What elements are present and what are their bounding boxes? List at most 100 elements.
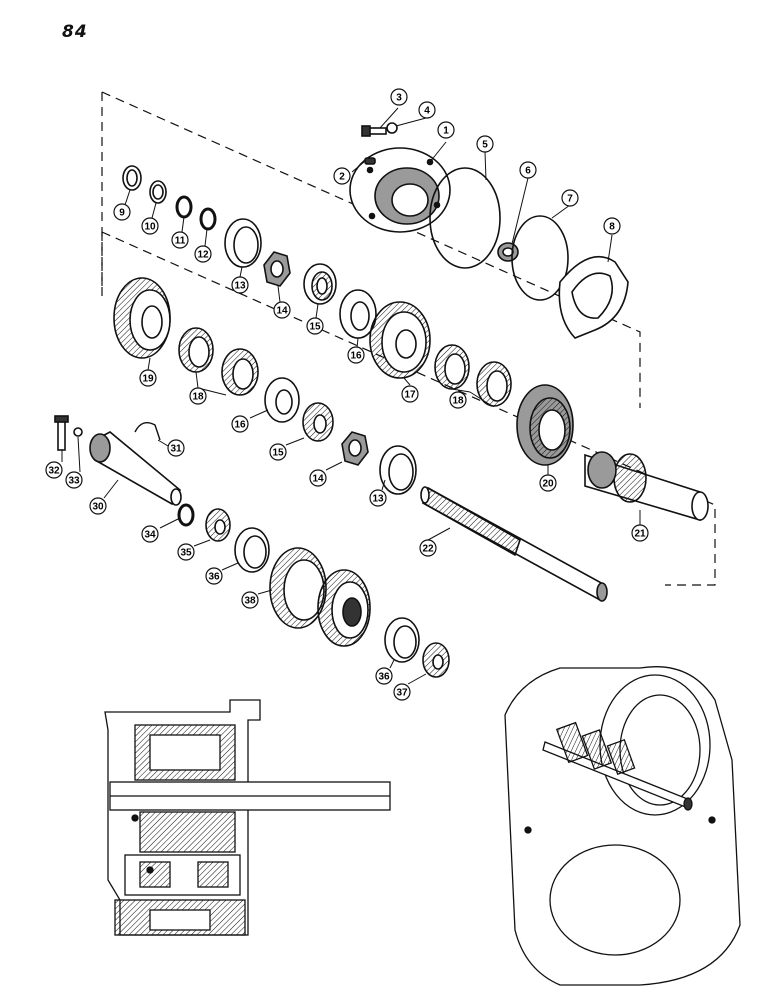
snap-ring-34 [177, 503, 195, 527]
transmission-housing-view [504, 666, 741, 986]
callout-14b: 14 [309, 469, 327, 487]
callout-circle [631, 524, 649, 542]
bearing-cup-36b [384, 617, 420, 663]
bearing-retainer-housing [349, 147, 451, 233]
output-shaft-gear [584, 451, 709, 522]
countershaft [89, 431, 182, 506]
callout-label: 19 [142, 374, 154, 385]
callout-circle [306, 317, 324, 335]
main-shaft [420, 486, 608, 602]
callout-35: 35 [177, 543, 195, 561]
callout-circle [393, 683, 411, 701]
callout-circle [561, 189, 579, 207]
callout-circle [333, 167, 351, 185]
lock-washer [386, 122, 398, 134]
callout-label: 16 [350, 351, 362, 362]
callout-13b: 13 [369, 489, 387, 507]
transmission-cross-section [104, 699, 391, 936]
callout-label: 18 [452, 396, 464, 407]
bearing-cup-36a [234, 527, 270, 573]
callout-circle [113, 203, 131, 221]
upper-group-outline [101, 91, 641, 408]
gear-17 [369, 301, 431, 379]
callout-17: 17 [401, 385, 419, 403]
cluster-gear [269, 547, 371, 647]
callout-circle [167, 439, 185, 457]
parts [54, 122, 709, 678]
callout-circle [231, 276, 249, 294]
callout-label: 12 [197, 250, 209, 261]
callout-label: 8 [609, 222, 615, 233]
bearing-cone-37 [422, 642, 450, 678]
callout-circle [401, 385, 419, 403]
callout-circle [369, 489, 387, 507]
callout-label: 13 [372, 494, 384, 505]
callout-label: 11 [175, 236, 186, 247]
callout-circle [89, 497, 107, 515]
callout-33: 33 [65, 471, 83, 489]
callout-circle [205, 567, 223, 585]
sliding-coupler [516, 384, 574, 466]
callout-circle [194, 245, 212, 263]
callout-31: 31 [167, 439, 185, 457]
callout-circle [419, 539, 437, 557]
snap-ring-12 [199, 207, 217, 231]
thrust-washer-lower [264, 377, 300, 423]
dowel-pin [364, 157, 376, 165]
callout-label: 17 [404, 390, 416, 401]
needle-bearing-right-b [476, 361, 512, 407]
callout-circle [390, 88, 408, 106]
needle-bearing-left-a [178, 327, 214, 373]
callout-circle [171, 231, 189, 249]
callout-6: 6 [519, 161, 537, 179]
callout-label: 37 [396, 688, 408, 699]
callout-label: 16 [234, 420, 246, 431]
gear-19 [113, 277, 171, 359]
callout-circle [269, 443, 287, 461]
callout-circle [141, 525, 159, 543]
callout-circle [449, 391, 467, 409]
large-o-ring [429, 167, 501, 269]
needle-bearing-right-a [434, 344, 470, 390]
callout-label: 15 [309, 322, 321, 333]
callout-circle [539, 474, 557, 492]
callout-label: 36 [208, 572, 220, 583]
callout-20: 20 [539, 474, 557, 492]
callout-36b: 36 [375, 667, 393, 685]
callout-circle [437, 121, 455, 139]
callout-label: 9 [119, 208, 125, 219]
callout-circle [139, 369, 157, 387]
callout-label: 15 [272, 448, 284, 459]
callout-label: 4 [424, 106, 430, 117]
callout-circle [177, 543, 195, 561]
callout-18b: 18 [449, 391, 467, 409]
callout-label: 7 [567, 194, 573, 205]
callout-19: 19 [139, 369, 157, 387]
gasket [558, 255, 629, 339]
callout-circle [273, 301, 291, 319]
callout-label: 32 [48, 466, 60, 477]
callout-label: 35 [180, 548, 192, 559]
callout-circle [418, 101, 436, 119]
callout-1: 1 [437, 121, 455, 139]
callout-circle [189, 387, 207, 405]
callout-label: 2 [339, 172, 345, 183]
callout-34: 34 [141, 525, 159, 543]
callout-label: 3 [396, 93, 402, 104]
callout-circle [45, 461, 63, 479]
callout-16a: 16 [347, 346, 365, 364]
callout-circle [519, 161, 537, 179]
callout-circle [141, 217, 159, 235]
lock-plate [134, 422, 161, 441]
callout-label: 34 [144, 530, 156, 541]
callout-9: 9 [113, 203, 131, 221]
callout-10: 10 [141, 217, 159, 235]
callout-3: 3 [390, 88, 408, 106]
bearing-cone-upper [303, 263, 337, 305]
callout-22: 22 [419, 539, 437, 557]
callout-label: 6 [525, 166, 531, 177]
callout-label: 30 [92, 502, 104, 513]
bearing-cone-lower [302, 402, 334, 442]
callout-18a: 18 [189, 387, 207, 405]
